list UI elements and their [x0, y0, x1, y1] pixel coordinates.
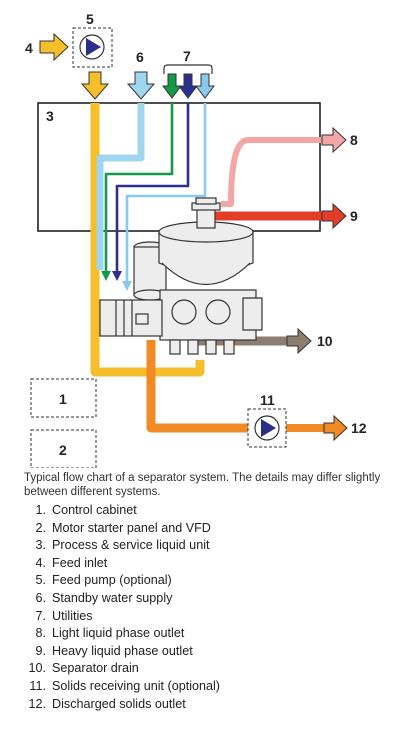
solids-pipe	[146, 340, 248, 433]
callout-6: 6	[136, 49, 144, 65]
utility-pipe-green	[104, 103, 174, 272]
utilities-bracket	[163, 64, 213, 74]
feed-pump-triangle	[86, 38, 101, 56]
legend-number: 1.	[35, 503, 46, 517]
legend-number: 3.	[35, 538, 46, 553]
standby-water-arrow	[126, 71, 156, 100]
utility-pipe-light	[125, 103, 207, 282]
legend-item: 8. Light liquid phase outlet	[24, 625, 220, 643]
legend-item: 2. Motor starter panel and VFD	[24, 520, 220, 538]
separator-machine	[99, 197, 263, 355]
utility-arrow-green	[162, 73, 182, 99]
legend-label: Feed inlet	[52, 555, 108, 570]
legend-item: 1. Control cabinet	[24, 502, 220, 520]
legend-label: Separator drain	[52, 661, 139, 676]
light-phase-arrow	[321, 126, 347, 154]
legend-number: 2.	[35, 520, 46, 535]
legend-label: Feed pump (optional)	[52, 573, 172, 588]
callout-8: 8	[350, 132, 358, 148]
legend-label: Light liquid phase outlet	[52, 626, 185, 641]
motor-starter-panel-box	[30, 429, 97, 468]
legend-item: 11. Solids receiving unit (optional)	[24, 678, 220, 696]
legend-number: 9.	[35, 643, 46, 658]
legend-label: Solids receiving unit (optional)	[52, 678, 221, 693]
legend-number: 12.	[28, 696, 46, 711]
standby-water-pipe	[96, 103, 145, 270]
callout-1: 1	[59, 391, 67, 407]
legend-item: 3. Process & service liquid unit	[24, 537, 220, 555]
drain-arrow	[286, 327, 312, 355]
arrowhead-light	[122, 281, 132, 291]
legend-item: 9. Heavy liquid phase outlet	[24, 643, 220, 661]
legend-number: 8.	[35, 626, 46, 641]
legend-label: Motor starter panel and VFD	[52, 520, 211, 535]
legend-number: 4.	[35, 555, 46, 570]
legend-item: 10. Separator drain	[24, 660, 220, 678]
legend-label: Discharged solids outlet	[52, 696, 186, 711]
solids-outlet-arrow	[323, 414, 348, 442]
callout-4: 4	[25, 40, 33, 56]
callout-11: 11	[260, 392, 275, 408]
legend-label: Process & service liquid unit	[52, 538, 210, 553]
feed-down-arrow	[80, 71, 110, 100]
legend-label: Standby water supply	[52, 590, 173, 605]
diagram-caption: Typical flow chart of a separator system…	[24, 472, 381, 498]
feed-inlet-arrow	[39, 32, 69, 62]
arrowhead-navy	[112, 271, 122, 281]
solids-pump-box	[247, 408, 287, 448]
heavy-phase-arrow	[321, 202, 347, 230]
legend-number: 11.	[29, 678, 46, 693]
legend-number: 10.	[28, 661, 46, 676]
feed-pump-box	[72, 27, 113, 68]
callout-10: 10	[317, 333, 333, 349]
legend-label: Heavy liquid phase outlet	[52, 643, 193, 658]
legend-item: 12. Discharged solids outlet	[24, 696, 220, 714]
callout-7: 7	[183, 48, 191, 64]
solids-pump-triangle	[261, 419, 276, 437]
utility-arrow-light	[195, 73, 215, 99]
arrowhead-green	[101, 271, 111, 281]
legend-item: 7. Utilities	[24, 608, 220, 626]
legend-label: Utilities	[52, 608, 93, 623]
callout-12: 12	[351, 420, 367, 436]
callout-9: 9	[350, 208, 358, 224]
legend-item: 5. Feed pump (optional)	[24, 572, 220, 590]
control-cabinet-box	[30, 378, 97, 418]
legend-number: 6.	[35, 590, 46, 605]
utility-pipe-navy	[115, 103, 190, 272]
callout-5: 5	[86, 11, 94, 27]
light-phase-pipe	[221, 137, 322, 207]
legend-label: Control cabinet	[52, 503, 137, 517]
callout-2: 2	[59, 442, 67, 458]
legend-item: 6. Standby water supply	[24, 590, 220, 608]
separator-flow-diagram: 1 2 3 4 5 6 7 8 9 10 11 12	[25, 11, 367, 468]
utility-arrow-navy	[178, 73, 198, 99]
legend-number: 7.	[35, 608, 46, 623]
legend-number: 5.	[35, 573, 46, 588]
legend-list: 1. Control cabinet 2. Motor starter panel …	[24, 502, 220, 713]
callout-3: 3	[46, 108, 54, 124]
legend-item: 4. Feed inlet	[24, 555, 220, 573]
